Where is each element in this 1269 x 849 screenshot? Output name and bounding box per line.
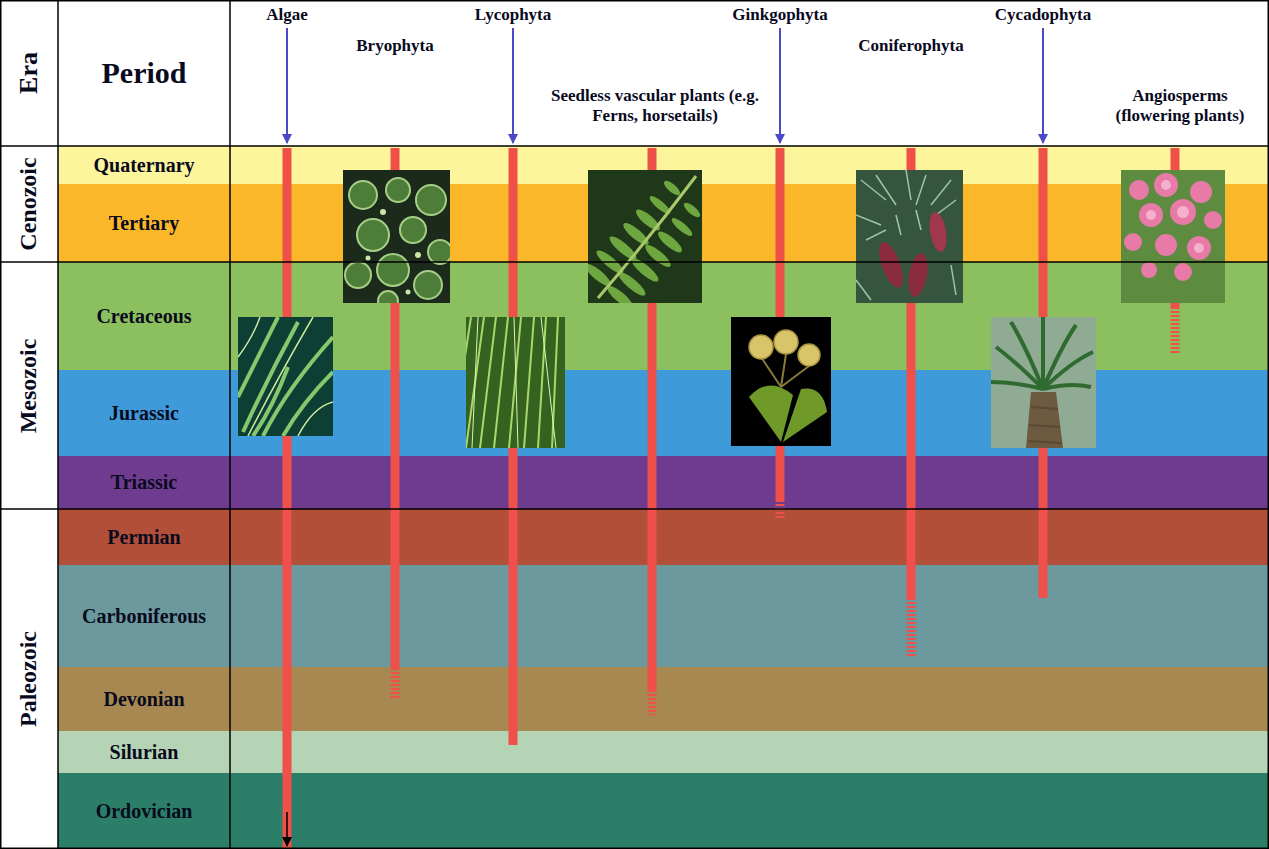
algae-photo [238, 317, 333, 436]
period-name: Ordovician [58, 800, 230, 823]
period-name: Devonian [58, 688, 230, 711]
period-name: Silurian [58, 741, 230, 764]
plant-group-name: Coniferophyta [836, 36, 986, 56]
period-name: Tertiary [58, 212, 230, 235]
conifer-photo [856, 170, 963, 303]
cycad-photo [991, 317, 1096, 448]
era-cell: Mesozoic [0, 262, 58, 509]
column-header: Period [58, 56, 230, 91]
header-cell: Era [0, 0, 58, 146]
plant-group-name: Bryophyta [320, 36, 470, 56]
plant-group-name: Lycophyta [438, 5, 588, 25]
period-band: Silurian [58, 731, 1269, 773]
plant-group-name: Cycadophyta [968, 5, 1118, 25]
period-name: Permian [58, 526, 230, 549]
period-name: Carboniferous [58, 605, 230, 628]
period-name: Triassic [58, 471, 230, 494]
period-band: Carboniferous [58, 565, 1269, 667]
era-name: Paleozoic [15, 631, 43, 727]
period-name: Quaternary [58, 154, 230, 177]
era-cell: Paleozoic [0, 509, 58, 849]
period-band: Devonian [58, 667, 1269, 731]
era-cell: Cenozoic [0, 146, 58, 262]
plant-group-name: Seedless vascular plants (e.g. Ferns, ho… [550, 86, 760, 125]
flower-photo [1121, 170, 1225, 303]
period-band: Quaternary [58, 146, 1269, 184]
period-band: Cretaceous [58, 262, 1269, 370]
plant-group-name: Algae [212, 5, 362, 25]
range-bars [283, 148, 1180, 849]
period-band: Tertiary [58, 184, 1269, 262]
period-band: Permian [58, 509, 1269, 565]
lycophyte-photo [451, 317, 570, 448]
column-header: Era [14, 52, 44, 94]
bryophyte-photo [343, 170, 452, 311]
period-band: Jurassic [58, 370, 1269, 456]
pointer-arrows [287, 28, 1043, 143]
continues-arrow [286, 812, 288, 846]
fern-photo [583, 170, 703, 311]
period-name: Jurassic [58, 402, 230, 425]
period-name: Cretaceous [58, 305, 230, 328]
era-name: Mesozoic [15, 338, 43, 433]
plant-group-name: Ginkgophyta [705, 5, 855, 25]
period-band: Ordovician [58, 773, 1269, 849]
era-name: Cenozoic [15, 157, 43, 250]
plant-group-name: Angiosperms (flowering plants) [1098, 86, 1263, 125]
ginkgo-photo [731, 317, 831, 446]
period-band: Triassic [58, 456, 1269, 509]
